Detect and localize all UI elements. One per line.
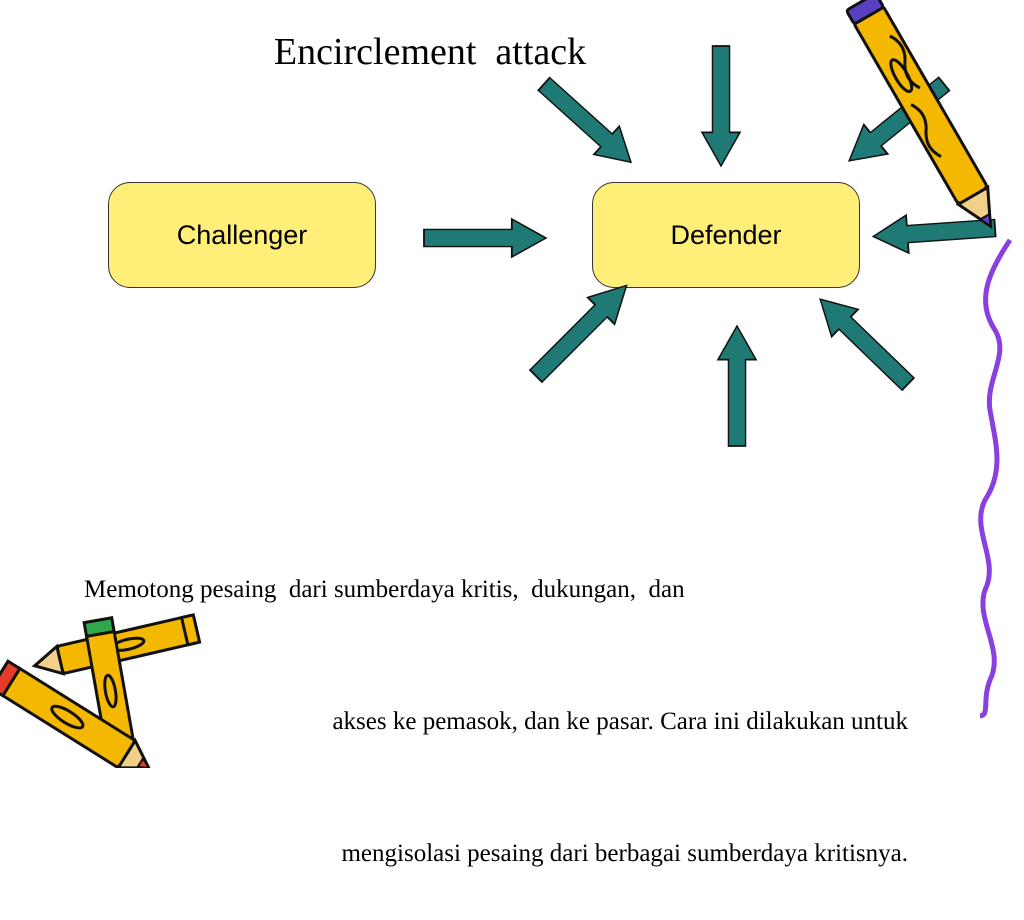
description-line: mengisolasi pesaing dari berbagai sumber… (341, 840, 908, 867)
arrow-bottom-right (806, 284, 923, 399)
defender-label: Defender (670, 219, 782, 250)
squiggle-line (978, 238, 1013, 719)
slide-title: Encirclement attack (273, 31, 587, 73)
defender-node: Defender (592, 182, 860, 288)
arrow-challenger-to-defender (423, 218, 547, 258)
description-text: Memotong pesaing dari sumberdaya kritis,… (72, 480, 908, 920)
arrow-top-left (530, 69, 645, 178)
arrow-bottom (717, 325, 757, 447)
crossed-pencils-icon (0, 613, 202, 768)
diagram-graphics (0, 0, 1013, 768)
challenger-node: Challenger (108, 182, 376, 288)
arrow-top (701, 45, 741, 167)
challenger-label: Challenger (176, 219, 308, 250)
description-line: akses ke pemasok, dan ke pasar. Cara ini… (332, 708, 908, 735)
pencil-icon (845, 0, 993, 230)
arrow-bottom-left (521, 271, 641, 391)
description-line: Memotong pesaing dari sumberdaya kritis,… (84, 576, 685, 603)
